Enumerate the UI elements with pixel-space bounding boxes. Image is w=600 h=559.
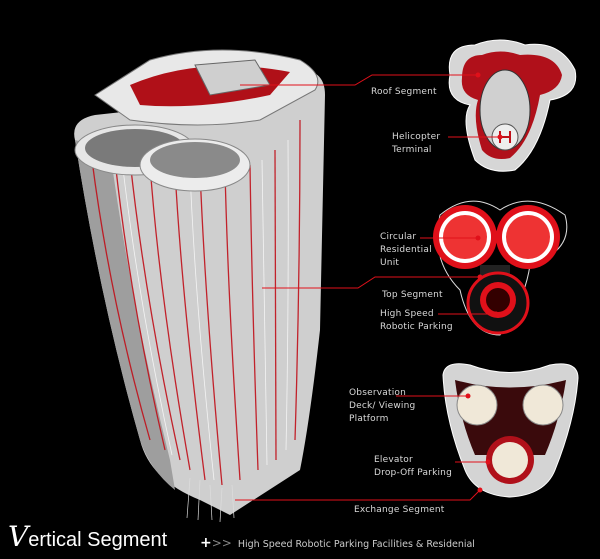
label-line: Observation — [349, 388, 407, 398]
label-top-segment: Top Segment — [382, 290, 443, 300]
label-line: Elevator — [374, 455, 413, 465]
exchange-segment-plan — [442, 363, 579, 498]
label-line: Deck/ Viewing — [349, 401, 416, 411]
plus-icon: + — [200, 535, 212, 551]
label-line: Circular — [380, 232, 417, 242]
label-observation-deck: Observation Deck/ Viewing Platform — [349, 387, 415, 426]
title-text: ertical Segment — [28, 529, 168, 551]
label-line: Unit — [380, 258, 400, 268]
label-roof-segment: Roof Segment — [371, 87, 437, 97]
label-exchange-segment: Exchange Segment — [354, 505, 445, 515]
leader-dots — [465, 72, 503, 493]
top-segment-plan — [433, 200, 568, 336]
title-initial: V — [8, 520, 29, 553]
label-line: Robotic Parking — [380, 322, 453, 332]
leader-lines — [235, 74, 500, 501]
label-elevator-drop-off: Elevator Drop-Off Parking — [374, 454, 452, 480]
label-high-speed-robotic-parking: High Speed Robotic Parking — [380, 308, 453, 334]
arrows-icon: >> — [211, 536, 232, 550]
label-line: High Speed — [380, 309, 434, 319]
label-line: Platform — [349, 414, 389, 424]
page-title: Vertical Segment — [8, 523, 168, 553]
label-helicopter-terminal: Helicopter Terminal — [392, 131, 440, 157]
label-line: Residential — [380, 245, 432, 255]
label-line: Helicopter — [392, 132, 441, 142]
subtitle-text: High Speed Robotic Parking Facilities & … — [237, 539, 475, 550]
subtitle: +>> High Speed Robotic Parking Facilities… — [200, 536, 475, 552]
roof-plan — [448, 39, 577, 172]
label-line: Terminal — [392, 145, 432, 155]
label-circular-residential-unit: Circular Residential Unit — [380, 231, 432, 270]
tower-render — [74, 49, 326, 523]
label-line: Drop-Off Parking — [374, 468, 452, 478]
